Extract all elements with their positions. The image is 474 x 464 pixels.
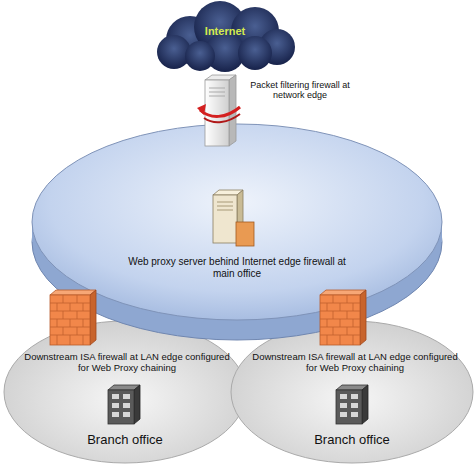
node-label: Downstream ISA firewall at LAN edge conf… [250, 352, 460, 374]
packet-firewall-node: Packet filtering firewall at network edg… [236, 80, 364, 110]
disk-top [32, 124, 442, 320]
disk-rim [32, 144, 442, 340]
disk-side [32, 222, 442, 242]
isa-firewall-node: Downstream ISA firewall at LAN edge conf… [250, 352, 460, 380]
branch-office-area: Branch office Downstream ISA firewall at … [230, 320, 474, 464]
isa-firewall-node: Downstream ISA firewall at LAN edge conf… [22, 352, 232, 380]
proxy-server-node: Web proxy server behind Internet edge fi… [127, 256, 347, 286]
branch-office-area: Branch office Downstream ISA firewall at … [3, 320, 247, 464]
packet-firewall-server [197, 75, 240, 146]
node-label: Internet [185, 25, 265, 38]
node-label: Branch office [230, 433, 474, 448]
internet-cloud: Internet [150, 0, 300, 75]
node-label: Downstream ISA firewall at LAN edge conf… [22, 352, 232, 374]
node-label: Branch office [3, 433, 247, 448]
cloud-shape [150, 0, 300, 75]
node-label: Web proxy server behind Internet edge fi… [127, 256, 347, 279]
web-proxy-server [213, 190, 254, 246]
node-label: Packet filtering firewall at network edg… [236, 80, 364, 101]
